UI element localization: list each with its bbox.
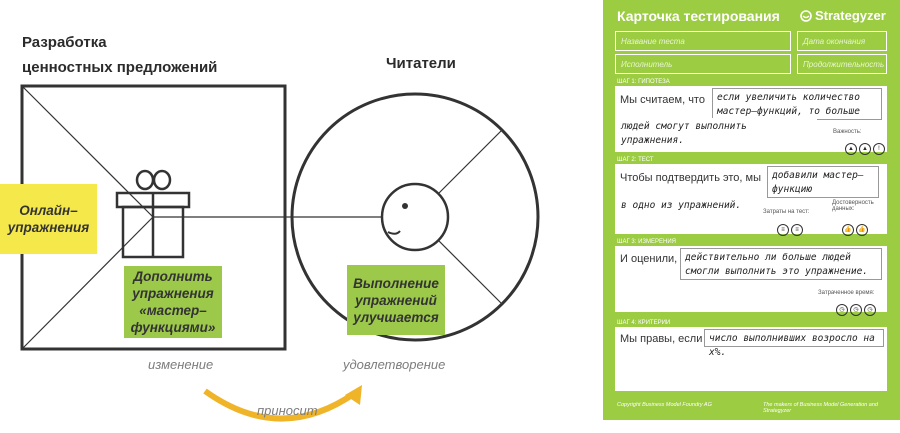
clock-high-icon: ◷ <box>864 304 876 316</box>
importance-label: Важность: <box>833 129 862 135</box>
step2-line2[interactable]: в одно из упражнений. <box>617 197 767 213</box>
caption-satisfaction: удовлетворение <box>343 357 446 372</box>
product-sticky-note: Онлайн– упражнения <box>0 184 97 254</box>
step2-fill[interactable]: добавили мастер–функцию <box>767 166 879 198</box>
test-name-field[interactable]: Название теста <box>615 31 791 51</box>
step2-prefix: Чтобы подтвердить это, мы <box>620 172 761 184</box>
cost-icon: ≡ <box>777 224 789 236</box>
importance-icons[interactable]: ▲▲! <box>843 137 885 155</box>
clock-mid-icon: ◷ <box>850 304 862 316</box>
gain-sticky-note: Выполнение упражнений улучшается <box>347 265 445 335</box>
step2-label: ШАГ 2: ТЕСТ <box>617 157 654 163</box>
caption-change: изменение <box>148 357 214 372</box>
strategyzer-icon <box>800 9 812 22</box>
test-card-title: Карточка тестирования <box>617 8 780 24</box>
clock-low-icon: ◷ <box>836 304 848 316</box>
value-map-title: Разработка ценностных предложений <box>22 34 218 76</box>
step3-fill[interactable]: действительно ли больше людей смогли вып… <box>680 248 882 280</box>
step4-prefix: Мы правы, если <box>620 333 703 345</box>
data-reliability-label: Достоверность данных: <box>832 200 874 212</box>
step3-prefix: И оценили, <box>620 253 678 265</box>
duration-field[interactable]: Продолжительность <box>797 54 887 74</box>
thumb-mid-icon: 👍 <box>856 224 868 236</box>
time-spent-label: Затраченное время: <box>818 290 875 296</box>
reliability-icons[interactable]: 👍👍 <box>840 218 868 236</box>
test-cost-label: Затраты на тест: <box>763 209 810 215</box>
deadline-field[interactable]: Дата окончания <box>797 31 887 51</box>
canvas-drawing <box>20 84 540 422</box>
owner-field[interactable]: Исполнитель <box>615 54 791 74</box>
thumb-icon: 👍 <box>842 224 854 236</box>
step4-label: ШАГ 4: КРИТЕРИИ <box>617 320 671 326</box>
customer-profile-circle <box>290 92 540 342</box>
step1-prefix: Мы считаем, что <box>620 94 705 106</box>
time-icons[interactable]: ◷◷◷ <box>834 298 876 316</box>
footer-makers: The makers of Business Model Generation … <box>763 402 878 414</box>
brings-arrow <box>203 388 357 422</box>
strategyzer-logo: Strategyzer <box>800 8 886 23</box>
step4-fill[interactable]: число выполнивших возросло на х%. <box>704 329 884 358</box>
face-icon <box>380 182 450 252</box>
step1-line2[interactable]: людей смогут выполнить упражнения. <box>617 118 817 146</box>
customer-profile-title: Читатели <box>386 55 456 72</box>
importance-low-icon: ▲ <box>845 143 857 155</box>
step1-fill[interactable]: если увеличить количество мастер–функций… <box>712 88 882 120</box>
gift-icon <box>115 169 191 259</box>
importance-mid-icon: ▲ <box>859 143 871 155</box>
footer-copyright: Copyright Business Model Foundry AG <box>617 402 712 408</box>
cost-mid-icon: ≡ <box>791 224 803 236</box>
gain-creator-sticky-note: Дополнить упражнения «мастер– функциями» <box>124 266 222 338</box>
caption-brings: приносит <box>257 403 318 418</box>
brand-label: Strategyzer <box>815 8 886 23</box>
test-cost-icons[interactable]: ≡≡ <box>775 218 803 236</box>
step3-label: ШАГ 3: ИЗМЕРЕНИЯ <box>617 239 677 245</box>
step1-label: ШАГ 1: ГИПОТЕЗА <box>617 79 670 85</box>
importance-high-icon: ! <box>873 143 885 155</box>
